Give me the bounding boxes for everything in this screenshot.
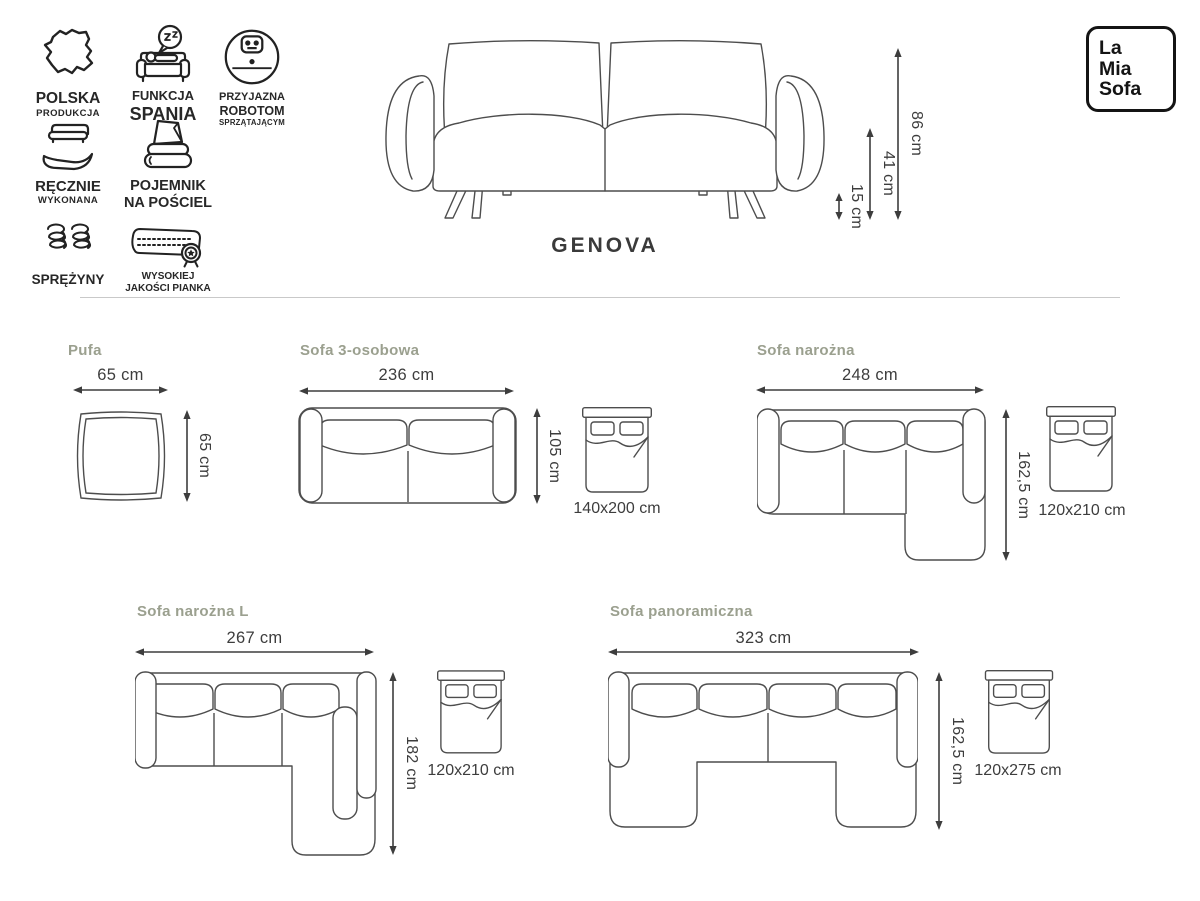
variant-title-sofa-narozna-l: Sofa narożna L [137,603,249,620]
brand-logo-line: La [1099,36,1122,59]
brand-logo: La Mia Sofa [1086,26,1176,112]
leg-height-label: 15 cm [848,184,865,230]
feature-label: RĘCZNIE [35,178,101,195]
pufa-top-view-drawing [76,411,166,501]
springs-icon [44,222,92,266]
panoramiczna-bed-size-label: 120x275 cm [974,762,1062,779]
product-name: GENOVA [551,234,659,257]
narozna-depth-arrow [1002,409,1010,561]
seat-height-arrow [866,128,874,220]
total-height-arrow [894,48,902,220]
seat-height-label: 41 cm [880,151,897,197]
panoramiczna-depth-arrow [935,672,943,830]
sofa-front-view-drawing [385,40,825,219]
feature-sublabel: SPANIA [129,103,197,124]
bedding-storage-icon [141,118,195,174]
feature-label: FUNKCJA [131,88,195,103]
panoramiczna-width-arrow [608,648,919,656]
narozna-l-top-view-drawing [135,671,377,856]
feature-label: SPRĘŻYNY [31,272,105,287]
leg-height-arrow [835,193,843,220]
sofa-3-top-view-drawing [298,407,517,504]
feature-label: POLSKA [35,90,101,107]
narozna-l-depth-label: 182 cm [403,736,420,791]
narozna-bed-size-label: 120x210 cm [1038,502,1126,519]
feature-pojemnik-na-posciel: POJEMNIK NA POŚCIEL [112,118,224,211]
feature-sublabel: ROBOTOM [219,103,285,118]
foam-quality-icon [129,226,207,268]
bed-size-icon [437,670,505,754]
feature-recznie-wykonana: RĘCZNIE WYKONANA [18,120,118,207]
pufa-width-arrow [73,386,168,394]
variant-title-pufa: Pufa [68,342,102,359]
feature-funkcja-spania: FUNKCJA SPANIA [116,24,210,124]
feature-sublabel: PRODUKCJA [36,107,100,119]
panoramiczna-width-label: 323 cm [735,629,792,647]
robot-vacuum-icon [223,28,281,86]
pufa-depth-arrow [183,410,191,502]
narozna-width-label: 248 cm [842,366,898,384]
feature-sublabel: NA POŚCIEL [123,194,213,211]
brand-logo-line: Sofa [1099,78,1142,101]
panoramiczna-top-view-drawing [608,671,918,828]
section-divider [80,297,1120,298]
narozna-l-width-label: 267 cm [226,629,283,647]
narozna-l-width-arrow [135,648,374,656]
bed-size-icon [984,670,1054,754]
sleep-function-icon [133,24,193,86]
bed-size-icon [1046,406,1116,492]
feature-label: POJEMNIK [130,178,206,194]
narozna-depth-label: 162,5 cm [1015,450,1032,520]
feature-przyjazna-robotom: PRZYJAZNA ROBOTOM SPRZĄTAJĄCYM [206,28,298,127]
feature-sprezyny: SPRĘŻYNY [18,222,118,288]
narozna-width-arrow [756,386,984,394]
feature-sublabel: JAKOŚCI PIANKA [125,282,211,294]
panoramiczna-depth-label: 162,5 cm [949,716,966,786]
sofa-3-depth-arrow [533,408,541,504]
feature-sublabel-2: SPRZĄTAJĄCYM [219,118,285,128]
sofa-3-depth-label: 105 cm [546,428,563,484]
poland-map-icon [39,26,97,86]
variant-title-sofa-panoramiczna: Sofa panoramiczna [610,603,753,620]
feature-label: WYSOKIEJ [141,271,195,282]
variant-title-sofa-narozna: Sofa narożna [757,342,855,359]
feature-polska-produkcja: POLSKA PRODUKCJA [18,26,118,119]
handmade-icon [40,120,96,174]
sofa-3-width-arrow [299,387,514,395]
sofa-3-bed-size-label: 140x200 cm [573,500,661,517]
total-height-label: 86 cm [908,111,925,157]
variant-title-sofa-3-osobowa: Sofa 3-osobowa [300,342,420,359]
pufa-depth-label: 65 cm [196,433,213,479]
brand-logo-line: Mia [1099,57,1132,80]
feature-wysokiej-jakosci-pianka: WYSOKIEJ JAKOŚCI PIANKA [112,226,224,294]
narozna-l-depth-arrow [389,672,397,855]
narozna-l-bed-size-label: 120x210 cm [427,762,515,779]
pufa-width-label: 65 cm [97,366,144,384]
feature-label: PRZYJAZNA [218,91,285,103]
sofa-3-width-label: 236 cm [378,366,435,384]
bed-size-icon [582,407,652,493]
narozna-top-view-drawing [757,408,986,561]
feature-sublabel: WYKONANA [37,195,99,207]
